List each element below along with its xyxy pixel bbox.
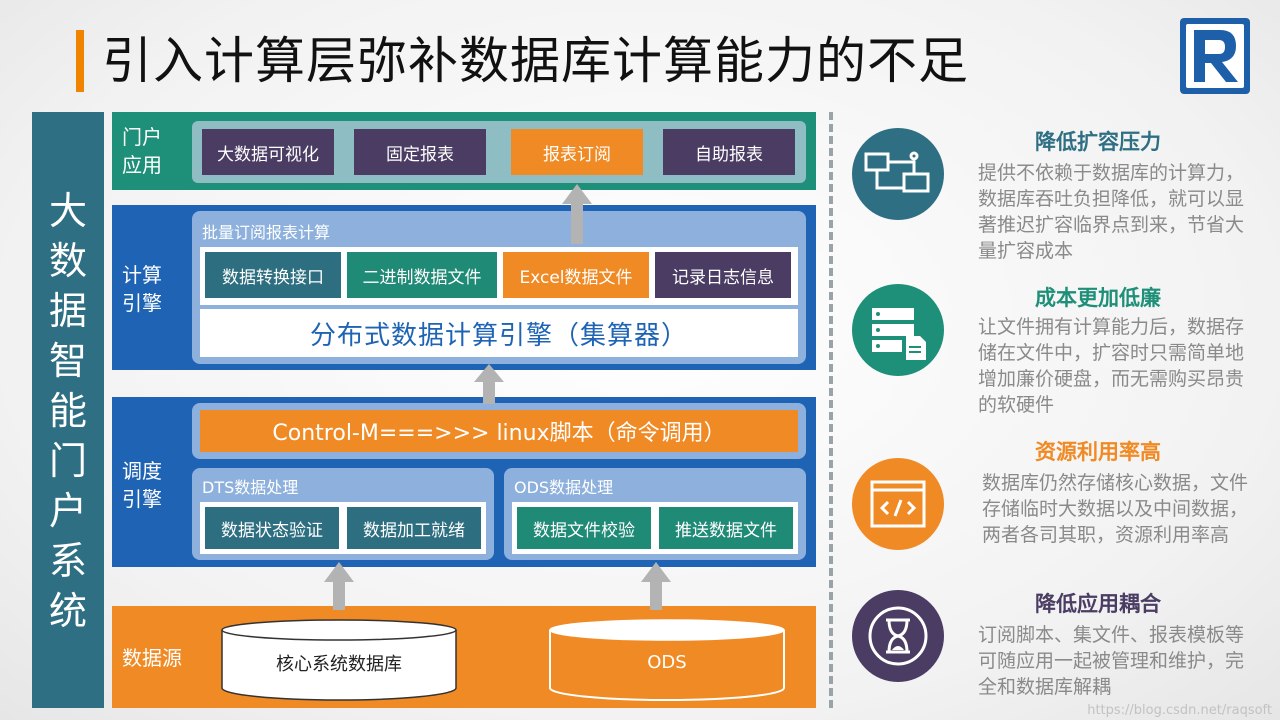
title-accent-bar [76, 30, 84, 92]
ods-database-label: ODS [647, 652, 687, 673]
portal-item-report-subscription: 报表订阅 [511, 129, 643, 175]
control-m-box: Control-M===>>> linux脚本（命令调用） [200, 410, 798, 452]
raqsoft-logo-icon [1180, 18, 1250, 94]
feature-1-title: 降低扩容压力 [1035, 130, 1161, 154]
feature-1-circle [852, 128, 944, 220]
portal-item-self-service-report: 自助报表 [663, 129, 795, 175]
dts-panel: DTS数据处理 数据状态验证 数据加工就绪 [192, 468, 494, 560]
feature-3-circle [852, 458, 944, 550]
layer-compute: 计算 引擎 批量订阅报表计算 数据转换接口 二进制数据文件 Excel数据文件 … [112, 205, 816, 370]
server-file-icon [872, 308, 926, 360]
layer-portal: 门户 应用 大数据可视化 固定报表 报表订阅 自助报表 [112, 112, 816, 190]
feature-4-title: 降低应用耦合 [1035, 592, 1161, 616]
core-database-label: 核心系统数据库 [276, 654, 402, 675]
compute-item-binary-file: 二进制数据文件 [347, 252, 497, 298]
left-system-label-char: 大 [48, 189, 87, 233]
compute-group-title: 批量订阅报表计算 [202, 223, 331, 242]
feature-3-desc: 数据库仍然存储核心数据，文件存储临时大数据以及中间数据，两者各司其职，资源利用率… [982, 472, 1249, 546]
ods-item-file-verify: 数据文件校验 [517, 507, 651, 549]
layer-source-label: 数据源 [122, 646, 182, 670]
arrow-up-icon [324, 562, 354, 610]
page-title: 引入计算层弥补数据库计算能力的不足 [102, 32, 969, 90]
left-system-label-char: 门 [48, 439, 87, 483]
arrow-up-icon [474, 364, 504, 404]
left-system-label-char: 户 [48, 489, 87, 533]
left-system-label-char: 能 [48, 389, 87, 433]
dts-item-status-check: 数据状态验证 [205, 507, 339, 549]
feature-4-desc: 订阅脚本、集文件、报表模板等可随应用一起被管理和维护，完全和数据库解耦 [978, 624, 1245, 698]
ods-panel: ODS数据处理 数据文件校验 推送数据文件 [504, 468, 806, 560]
portal-items-panel: 大数据可视化 固定报表 报表订阅 自助报表 [192, 121, 806, 183]
layer-source: 数据源 核心系统数据库 ODS [112, 606, 816, 708]
dts-item-data-ready: 数据加工就绪 [347, 507, 481, 549]
portal-item-visualization: 大数据可视化 [202, 129, 334, 175]
ods-title: ODS数据处理 [514, 478, 614, 497]
core-database-icon [221, 619, 457, 701]
compute-item-data-interface: 数据转换接口 [205, 252, 341, 298]
code-window-icon [870, 480, 926, 528]
layer-portal-label: 门户 应用 [122, 125, 162, 177]
portal-item-fixed-report: 固定报表 [354, 129, 486, 175]
compute-item-log-info: 记录日志信息 [655, 252, 791, 298]
compute-panel: 批量订阅报表计算 数据转换接口 二进制数据文件 Excel数据文件 记录日志信息… [192, 211, 806, 364]
control-m-panel: Control-M===>>> linux脚本（命令调用） [192, 403, 806, 459]
layer-schedule-label: 调度 引擎 [122, 459, 162, 511]
layer-compute-label: 计算 引擎 [122, 263, 162, 315]
dashed-divider [829, 112, 833, 708]
feature-4-circle [852, 590, 944, 682]
left-system-label-char: 数 [48, 239, 87, 283]
arrow-up-icon [562, 184, 592, 244]
left-system-label-char: 统 [48, 589, 87, 633]
feature-3-title: 资源利用率高 [1035, 440, 1161, 464]
left-system-label-char: 系 [48, 539, 87, 583]
watermark: https://blog.csdn.net/raqsoft [1087, 703, 1272, 718]
layer-schedule: 调度 引擎 Control-M===>>> linux脚本（命令调用） DTS数… [112, 397, 816, 567]
compute-engine-box: 分布式数据计算引擎（集算器） [200, 309, 798, 357]
left-system-bar: 大数据智能门户系统 [32, 112, 104, 708]
ods-item-push-file: 推送数据文件 [659, 507, 793, 549]
feature-2-title: 成本更加低廉 [1035, 286, 1161, 310]
feature-1-desc: 提供不依赖于数据库的计算力，数据库吞吐负担降低，就可以显著推迟扩容临界点到来，节… [978, 162, 1245, 262]
ods-database-icon [549, 619, 785, 701]
network-icon [864, 151, 930, 193]
arrow-up-icon [641, 562, 671, 610]
left-system-label-char: 智 [48, 339, 87, 383]
feature-2-circle [852, 284, 944, 376]
feature-2-desc: 让文件拥有计算能力后，数据存储在文件中，扩容时只需简单地增加廉价硬盘，而无需购买… [978, 316, 1245, 416]
dts-title: DTS数据处理 [202, 478, 299, 497]
left-system-label-char: 据 [48, 289, 87, 333]
left-system-label: 大数据智能门户系统 [32, 186, 104, 636]
hourglass-icon [868, 606, 928, 666]
compute-item-excel-file: Excel数据文件 [503, 252, 649, 298]
